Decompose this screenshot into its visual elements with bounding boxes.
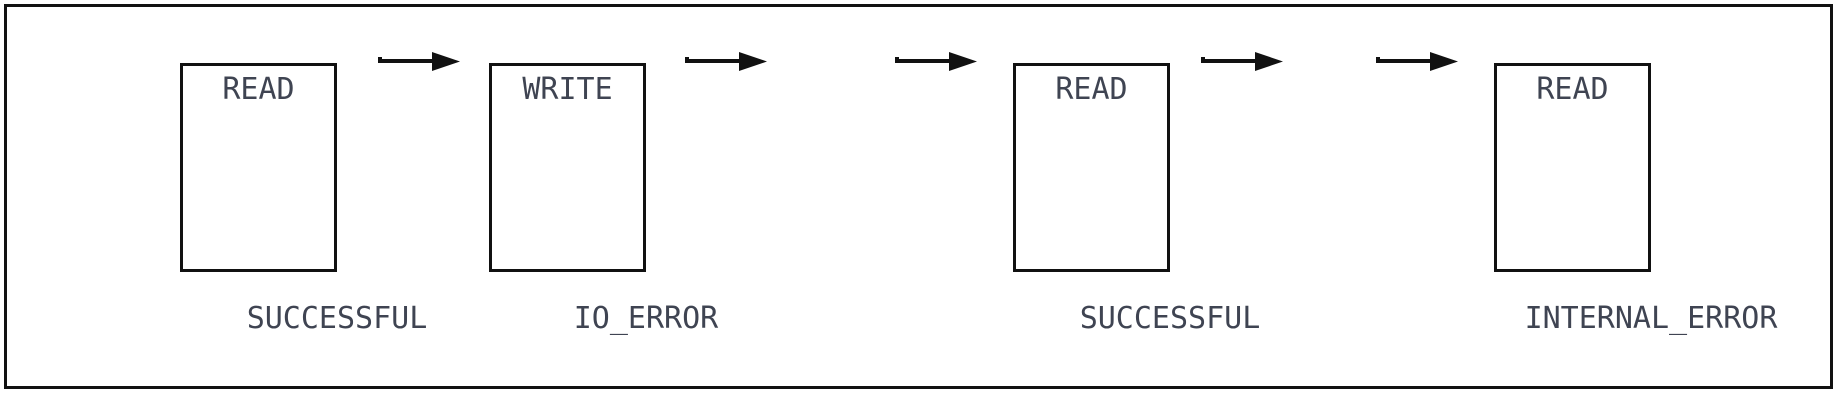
flow-arrow-4	[1201, 49, 1285, 75]
flow-arrow-3	[895, 49, 979, 75]
operation-box-label: READ	[1536, 72, 1609, 107]
operation-box-write-1[interactable]: WRITE	[489, 63, 646, 272]
operation-box-read-1[interactable]: READ	[180, 63, 337, 272]
flow-arrow-2	[685, 49, 769, 75]
operation-box-label: READ	[222, 72, 295, 107]
operation-box-label: WRITE	[522, 72, 613, 107]
flow-arrow-1	[378, 49, 462, 75]
operation-box-read-3[interactable]: READ	[1494, 63, 1651, 272]
operation-status-caption-2: IO_ERROR	[573, 301, 719, 336]
operation-box-label: READ	[1055, 72, 1128, 107]
flow-arrow-5	[1376, 49, 1460, 75]
operation-status-caption-1: SUCCESSFUL	[246, 301, 428, 336]
operation-status-caption-4: INTERNAL_ERROR	[1524, 301, 1778, 336]
operation-box-read-2[interactable]: READ	[1013, 63, 1170, 272]
operation-status-caption-3: SUCCESSFUL	[1079, 301, 1261, 336]
